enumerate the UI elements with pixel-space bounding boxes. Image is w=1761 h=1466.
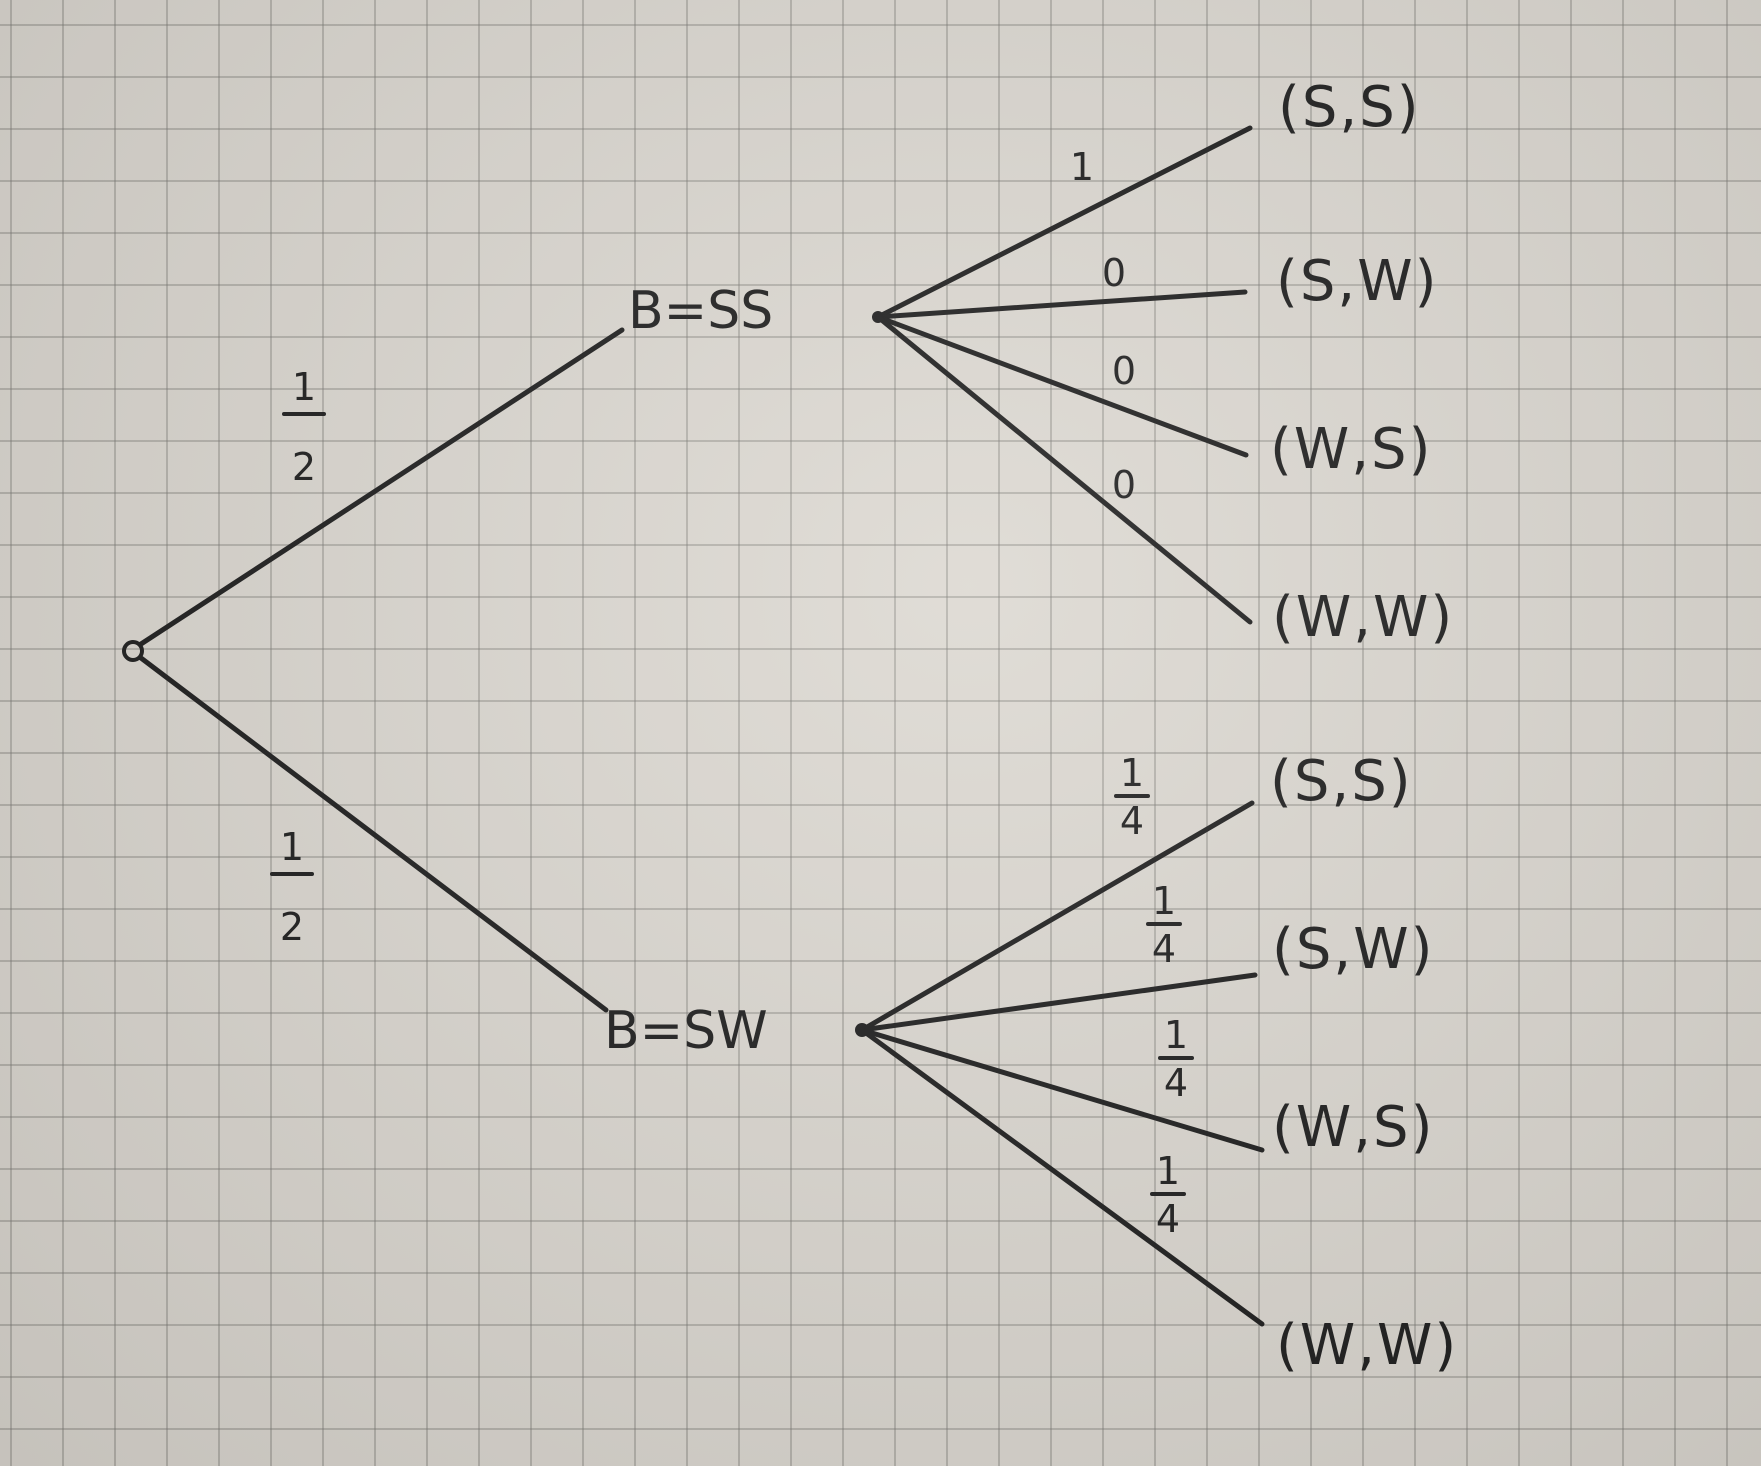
edge-ss-to-ws	[875, 314, 1249, 458]
prob-sw-ws-numerator: 1	[1164, 1013, 1188, 1057]
edge-ss-to-ww	[875, 314, 1253, 625]
prob-ss-ss: 1	[1070, 145, 1094, 189]
node-label-ss: B=SS	[628, 281, 773, 341]
prob-sw-sw-numerator: 1	[1152, 879, 1176, 923]
prob-sw-ww-denominator: 4	[1156, 1197, 1180, 1241]
edge-ss-to-ss	[875, 125, 1253, 320]
edge-sw-to-sw	[859, 972, 1258, 1033]
leaf-sw-ss: (S,S)	[1270, 749, 1413, 814]
node-label-sw: B=SW	[604, 1001, 768, 1061]
edge-ss-to-sw	[875, 289, 1248, 320]
prob-sw-ws-denominator: 4	[1164, 1061, 1188, 1105]
leaf-ss-sw: (S,W)	[1276, 249, 1438, 314]
leaf-ss-ww: (W,W)	[1272, 585, 1454, 650]
edge-sw-to-ss	[859, 800, 1255, 1033]
leaf-sw-sw: (S,W)	[1272, 917, 1434, 982]
leaf-sw-ws: (W,S)	[1272, 1095, 1434, 1160]
edge-root-to-ss	[138, 327, 625, 647]
prob-sw-sw-denominator: 4	[1152, 927, 1176, 971]
prob-ss-numerator: 1	[292, 365, 316, 409]
leaf-sw-ww: (W,W)	[1276, 1313, 1458, 1378]
prob-label-sw-ws: 1 4	[1158, 1013, 1194, 1105]
prob-ss-ws: 0	[1112, 349, 1136, 393]
prob-ss-sw: 0	[1102, 251, 1126, 295]
prob-sw-ww-numerator: 1	[1156, 1149, 1180, 1193]
prob-sw-numerator: 1	[280, 825, 304, 869]
prob-ss-ww: 0	[1112, 463, 1136, 507]
prob-ss-denominator: 2	[292, 445, 316, 489]
prob-label-sw-sw: 1 4	[1146, 879, 1182, 971]
edge-sw-to-ws	[859, 1027, 1265, 1153]
prob-label-sw: 1 2	[270, 825, 314, 949]
root-node	[122, 640, 144, 662]
leaf-ss-ws: (W,S)	[1270, 417, 1432, 482]
prob-label-ss: 1 2	[282, 365, 326, 489]
prob-sw-ss-numerator: 1	[1120, 751, 1144, 795]
leaf-ss-ss: (S,S)	[1278, 75, 1421, 140]
prob-label-sw-ss: 1 4	[1114, 751, 1150, 843]
edge-sw-to-ww	[859, 1027, 1265, 1327]
prob-sw-ss-denominator: 4	[1120, 799, 1144, 843]
prob-label-sw-ww: 1 4	[1150, 1149, 1186, 1241]
prob-sw-denominator: 2	[280, 905, 304, 949]
edge-root-to-sw	[138, 655, 609, 1013]
